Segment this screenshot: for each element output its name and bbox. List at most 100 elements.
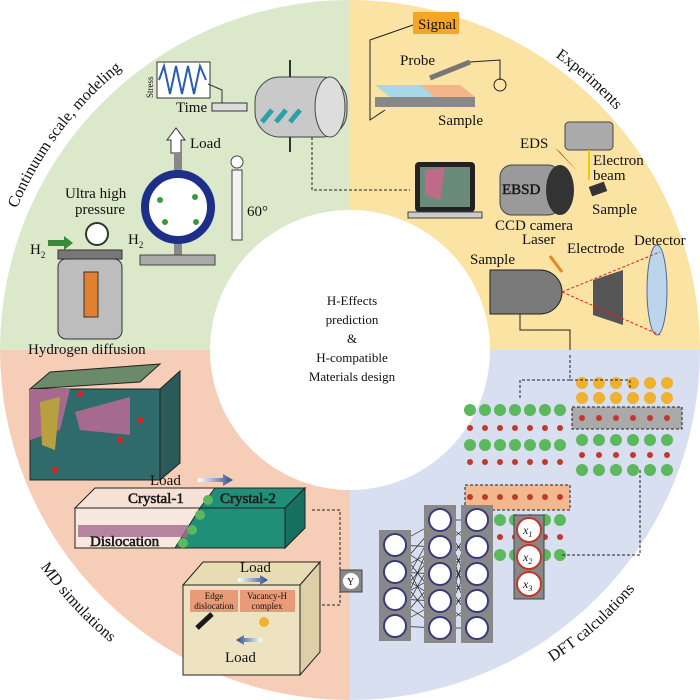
center-line-4: H-compatible — [316, 350, 388, 365]
atom — [630, 415, 636, 421]
atom — [524, 439, 536, 451]
network-node — [428, 616, 452, 640]
network-node — [428, 508, 452, 532]
atom — [647, 415, 653, 421]
atom — [627, 464, 639, 476]
arrow-to-network — [560, 470, 641, 556]
atom — [644, 464, 656, 476]
atom — [557, 534, 563, 540]
neural-network: Y x1 x2 x3 — [339, 505, 545, 643]
atom — [644, 377, 656, 389]
sample-label-apt: Sample — [470, 252, 515, 268]
arrow-to-slab-right — [570, 379, 631, 388]
atom — [497, 425, 503, 431]
atom — [542, 459, 548, 465]
atom — [579, 415, 585, 421]
atom — [554, 404, 566, 416]
angle-label: 60° — [247, 204, 268, 220]
atom — [467, 425, 473, 431]
atom — [647, 452, 653, 458]
atom — [644, 434, 656, 446]
load-label-continuum: Load — [190, 136, 221, 152]
atom — [576, 392, 588, 404]
center-text: H-Effects prediction & H-compatible Mate… — [309, 293, 396, 384]
network-node — [465, 508, 489, 532]
network-node — [428, 535, 452, 559]
atom — [512, 425, 518, 431]
arrow-to-edge-box — [322, 580, 341, 606]
h2-label-mid: H2 — [128, 232, 143, 250]
network-node — [465, 589, 489, 613]
network-node — [383, 533, 407, 557]
atom — [527, 459, 533, 465]
atom — [630, 452, 636, 458]
atom — [554, 439, 566, 451]
atom — [524, 404, 536, 416]
atom — [613, 452, 619, 458]
crystal-2-label: Crystal-2 — [220, 491, 276, 507]
center-line-5: Materials design — [309, 369, 396, 384]
atom — [661, 377, 673, 389]
center-line-3: & — [347, 331, 357, 346]
bicrystal-illustration: Load Crystal-1 Crystal-2 Dislocation — [73, 473, 307, 550]
atom — [557, 459, 563, 465]
atom — [527, 494, 533, 500]
atom — [527, 425, 533, 431]
atom — [664, 415, 670, 421]
atom — [576, 434, 588, 446]
atom — [542, 425, 548, 431]
atom — [610, 392, 622, 404]
eds-label: EDS — [520, 136, 548, 152]
dislocation-label: Dislocation — [90, 534, 160, 550]
ebsd-label: EBSD — [502, 182, 541, 198]
atom — [557, 425, 563, 431]
atom — [593, 377, 605, 389]
network-node — [428, 562, 452, 586]
center-line-2: prediction — [326, 312, 379, 327]
network-node — [428, 589, 452, 613]
pressure-vessel-illustration: Load H2 60° — [128, 127, 268, 266]
network-node — [465, 535, 489, 559]
hydrogen-diffusion-label: Hydrogen diffusion — [28, 342, 146, 358]
atom — [467, 459, 473, 465]
atom — [593, 464, 605, 476]
atom — [593, 434, 605, 446]
pressure-label-2: pressure — [75, 202, 125, 218]
atom — [661, 464, 673, 476]
center-line-1: H-Effects — [327, 293, 377, 308]
atom — [464, 404, 476, 416]
output-y-label: Y — [347, 577, 354, 588]
autoclave-illustration: Ultra high pressure H2 — [30, 186, 127, 340]
atom — [497, 534, 503, 540]
electron-beam-label-1: Electron — [593, 153, 644, 169]
atom — [479, 439, 491, 451]
atom — [664, 452, 670, 458]
edge-label-1: Edge — [205, 591, 224, 601]
arrow-to-slab-left — [519, 355, 571, 398]
ccd-camera-label: CCD camera — [495, 218, 573, 234]
fatigue-test-illustration: Stress Time — [145, 60, 348, 152]
atom — [627, 377, 639, 389]
atom — [494, 404, 506, 416]
atom — [479, 404, 491, 416]
arrow-to-bicrystal — [310, 509, 341, 580]
atom — [644, 392, 656, 404]
atom — [509, 439, 521, 451]
edge-dislocation-box: Load Edge dislocation Vacancy-H complex … — [181, 560, 322, 677]
atom — [579, 452, 585, 458]
atom — [610, 377, 622, 389]
load-label-md-1: Load — [150, 473, 181, 489]
atom — [576, 464, 588, 476]
arrow-to-ebsd — [311, 137, 410, 191]
signal-label: Signal — [418, 17, 456, 33]
atom — [610, 464, 622, 476]
sample-label-sem: Sample — [592, 202, 637, 218]
electrode-label: Electrode — [567, 241, 625, 257]
ebsd-illustration: EBSD CCD camera EDS Electron beam Sample — [311, 121, 644, 234]
atom — [482, 425, 488, 431]
atom — [464, 439, 476, 451]
load-label-md-2: Load — [240, 560, 271, 576]
atom — [467, 494, 473, 500]
network-node — [383, 614, 407, 638]
